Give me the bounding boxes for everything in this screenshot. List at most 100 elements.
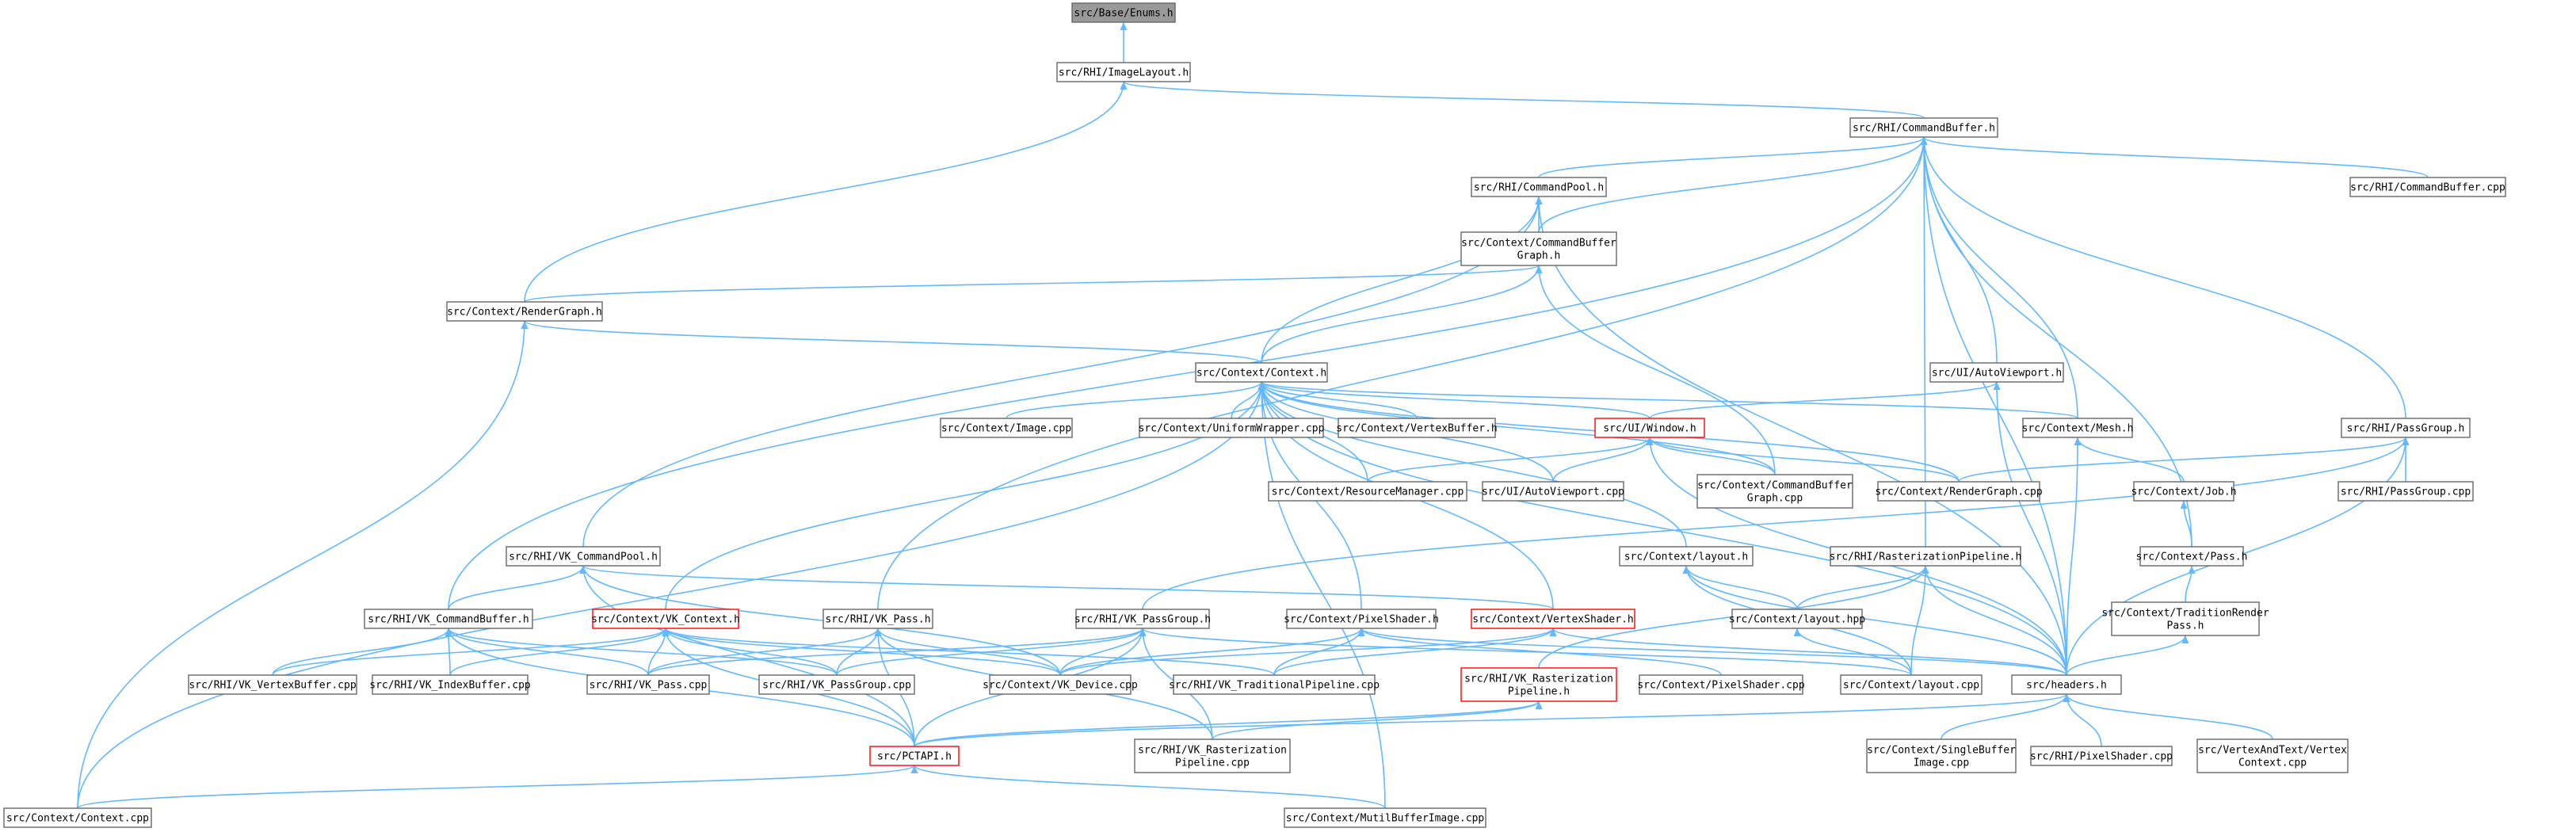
node-contextcpp[interactable]: src/Context/Context.cpp: [3, 807, 152, 828]
node-box[interactable]: [1731, 609, 1863, 629]
node-vkpassgroupcpp[interactable]: src/RHI/VK_PassGroup.cpp: [758, 674, 915, 695]
node-box[interactable]: [1482, 481, 1624, 502]
node-vkcmdpool[interactable]: src/RHI/VK_CommandPool.h: [506, 546, 661, 567]
node-job[interactable]: src/Context/Job.h: [2131, 481, 2237, 502]
node-imagelayout[interactable]: src/RHI/ImageLayout.h: [1056, 62, 1191, 82]
node-box[interactable]: [822, 609, 933, 629]
node-vkpasscpp[interactable]: src/RHI/VK_Pass.cpp: [586, 674, 710, 695]
node-box[interactable]: [1639, 674, 1803, 695]
node-context[interactable]: src/Context/Context.h: [1195, 362, 1328, 383]
node-box[interactable]: [3, 807, 152, 828]
node-box[interactable]: [2139, 546, 2244, 567]
node-box[interactable]: [2133, 481, 2234, 502]
node-box[interactable]: [1696, 474, 1853, 509]
node-cmdbuf[interactable]: src/RHI/CommandBuffer.h: [1849, 117, 1998, 138]
node-vkrastpipe[interactable]: src/RHI/VK_RasterizationPipeline.h: [1460, 667, 1617, 702]
node-box[interactable]: [1284, 807, 1486, 828]
node-box[interactable]: [1173, 674, 1376, 695]
node-box[interactable]: [2341, 418, 2471, 438]
node-pctapi[interactable]: src/PCTAPI.h: [869, 746, 960, 766]
node-vkindexbuf[interactable]: src/RHI/VK_IndexBuffer.cpp: [369, 674, 531, 695]
node-vkpassgroup[interactable]: src/RHI/VK_PassGroup.h: [1074, 609, 1211, 629]
node-box[interactable]: [2349, 177, 2506, 197]
node-box[interactable]: [506, 546, 661, 567]
node-rastpipe[interactable]: src/RHI/RasterizationPipeline.h: [1830, 546, 2022, 567]
node-box[interactable]: [940, 418, 1073, 438]
node-box[interactable]: [2196, 738, 2349, 773]
node-box[interactable]: [592, 609, 739, 629]
node-box[interactable]: [1594, 418, 1705, 438]
node-box[interactable]: [1286, 609, 1437, 629]
node-box[interactable]: [1460, 667, 1617, 702]
node-box[interactable]: [2337, 481, 2474, 502]
node-box[interactable]: [1471, 609, 1635, 629]
node-vkcontext[interactable]: src/Context/VK_Context.h: [591, 609, 740, 629]
node-vkdevice[interactable]: src/Context/VK_Device.cpp: [983, 674, 1138, 695]
node-box[interactable]: [364, 609, 533, 629]
node-box[interactable]: [989, 674, 1132, 695]
node-pixelshader[interactable]: src/Context/PixelShader.h: [1284, 609, 1439, 629]
node-vkvertexbuf[interactable]: src/RHI/VK_VertexBuffer.cpp: [188, 674, 357, 695]
node-vertexbuf[interactable]: src/Context/VertexBuffer.h: [1336, 418, 1498, 438]
node-vkpass[interactable]: src/RHI/VK_Pass.h: [822, 609, 933, 629]
node-box[interactable]: [1195, 362, 1328, 383]
node-box[interactable]: [2030, 746, 2173, 766]
node-box[interactable]: [188, 674, 357, 695]
node-box[interactable]: [446, 301, 603, 322]
node-box[interactable]: [2111, 601, 2260, 636]
node-rendergraph[interactable]: src/Context/RenderGraph.h: [446, 301, 603, 322]
node-vkrastpipecpp[interactable]: src/RHI/VK_RasterizationPipeline.cpp: [1134, 738, 1291, 773]
node-mutibuf[interactable]: src/Context/MutilBufferImage.cpp: [1284, 807, 1486, 828]
node-box[interactable]: [2011, 674, 2122, 695]
node-box[interactable]: [1619, 546, 1754, 567]
node-resmgr[interactable]: src/Context/ResourceManager.cpp: [1268, 481, 1467, 502]
node-autoviewport[interactable]: src/UI/AutoViewport.h: [1929, 362, 2064, 383]
node-rendergraphcpp[interactable]: src/Context/RenderGraph.cpp: [1875, 481, 2043, 502]
node-box[interactable]: [1134, 738, 1291, 773]
node-autovpcpp[interactable]: src/UI/AutoViewport.cpp: [1482, 481, 1624, 502]
node-box[interactable]: [1460, 231, 1617, 266]
node-layoutcpp[interactable]: src/Context/layout.cpp: [1840, 674, 1983, 695]
node-box[interactable]: [586, 674, 710, 695]
node-box[interactable]: [1877, 481, 2040, 502]
node-vkcmdbuf[interactable]: src/RHI/VK_CommandBuffer.h: [364, 609, 533, 629]
node-box[interactable]: [1268, 481, 1467, 502]
node-layouth[interactable]: src/Context/layout.h: [1619, 546, 1754, 567]
node-pass[interactable]: src/Context/Pass.h: [2136, 546, 2248, 567]
node-uniform[interactable]: src/Context/UniformWrapper.cpp: [1139, 418, 1325, 438]
node-box[interactable]: [1056, 62, 1191, 82]
node-pixelshadercpp[interactable]: src/Context/PixelShader.cpp: [1637, 674, 1805, 695]
node-box[interactable]: [869, 746, 960, 766]
node-box[interactable]: [1849, 117, 1998, 138]
node-layouthpp[interactable]: src/Context/layout.hpp: [1729, 609, 1865, 629]
node-box[interactable]: [372, 674, 529, 695]
node-box[interactable]: [1471, 177, 1607, 197]
node-mesh[interactable]: src/Context/Mesh.h: [2022, 418, 2134, 438]
node-box[interactable]: [1071, 2, 1176, 23]
node-passgroupcpp[interactable]: src/RHI/PassGroup.cpp: [2337, 481, 2474, 502]
node-cmdbufcpp[interactable]: src/RHI/CommandBuffer.cpp: [2349, 177, 2506, 197]
node-headers[interactable]: src/headers.h: [2011, 674, 2122, 695]
node-box[interactable]: [1830, 546, 2021, 567]
node-rhipixelshader[interactable]: src/RHI/PixelShader.cpp: [2030, 746, 2173, 766]
node-vktradpipe[interactable]: src/RHI/VK_TraditionalPipeline.cpp: [1169, 674, 1380, 695]
node-box[interactable]: [758, 674, 915, 695]
node-box[interactable]: [2022, 418, 2133, 438]
node-window[interactable]: src/UI/Window.h: [1594, 418, 1705, 438]
node-enums[interactable]: src/Base/Enums.h: [1071, 2, 1176, 23]
node-box[interactable]: [1866, 738, 2017, 773]
node-vertexshader[interactable]: src/Context/VertexShader.h: [1471, 609, 1635, 629]
node-cmdpool[interactable]: src/RHI/CommandPool.h: [1471, 177, 1607, 197]
node-box[interactable]: [1139, 418, 1324, 438]
node-box[interactable]: [1840, 674, 1983, 695]
node-box[interactable]: [1929, 362, 2064, 383]
node-passgroup[interactable]: src/RHI/PassGroup.h: [2341, 418, 2471, 438]
node-image[interactable]: src/Context/Image.cpp: [940, 418, 1073, 438]
node-box[interactable]: [1075, 609, 1210, 629]
node-box[interactable]: [1338, 418, 1496, 438]
